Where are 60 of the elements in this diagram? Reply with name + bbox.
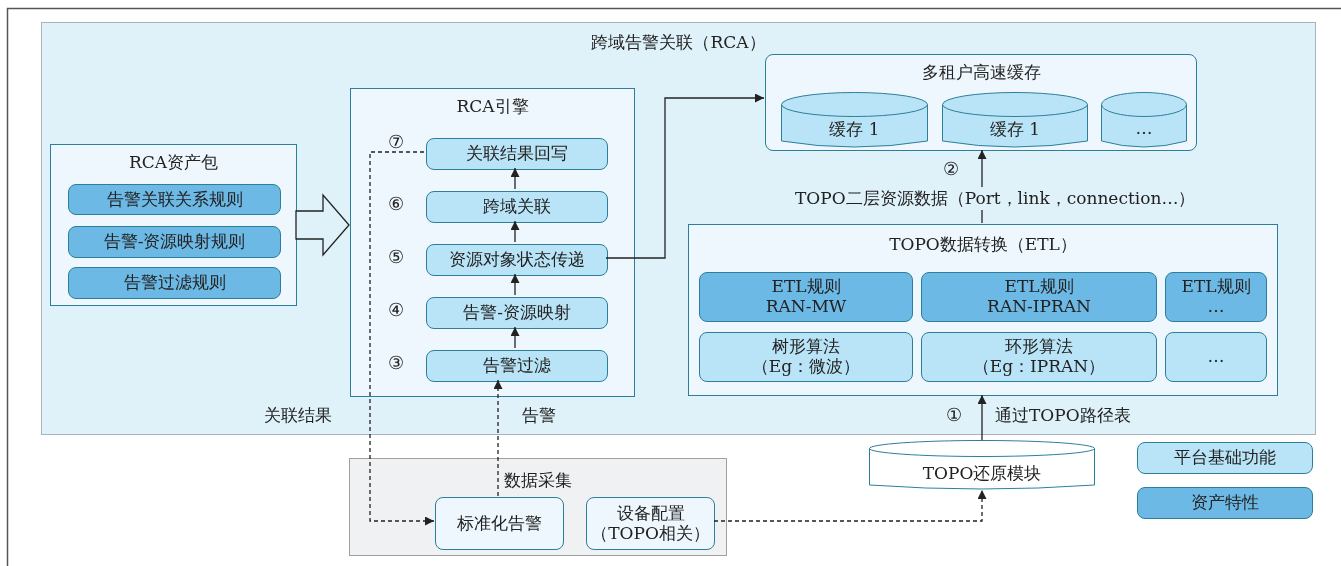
arrow (510, 167, 520, 190)
panel-title: 跨域告警关联（RCA） (590, 31, 767, 54)
rule-box: 告警关联关系规则 (68, 184, 281, 215)
step-number: ③ (388, 352, 404, 373)
group-panel (349, 458, 727, 556)
box-title: ETL规则 (1004, 277, 1074, 297)
box-text: （Eg：微波） (751, 357, 861, 377)
database-cylinder: … (1101, 92, 1187, 148)
arrow (510, 220, 520, 243)
box-text: … (1207, 297, 1225, 317)
arrow (977, 149, 987, 224)
function-box: 告警-资源映射 (426, 297, 608, 329)
arrow (369, 151, 435, 526)
arrow (510, 273, 520, 296)
box-title: 树形算法 (772, 337, 840, 357)
group-panel (350, 88, 635, 397)
panel-title: 数据采集 (503, 469, 573, 492)
step-number: ⑦ (388, 131, 404, 152)
group-panel (765, 54, 1197, 151)
database-cylinder: 缓存 1 (942, 92, 1088, 148)
arrow (605, 93, 765, 259)
process-box: 设备配置（TOPO相关） (586, 497, 715, 550)
edge-label: 告警 (520, 404, 558, 427)
step-number: ② (943, 158, 959, 179)
step-number: ⑤ (388, 246, 404, 267)
box-text: RAN-MW (765, 297, 847, 317)
panel-title: 多租户高速缓存 (920, 61, 1042, 84)
region-panel (41, 22, 1316, 435)
function-box: 关联结果回写 (426, 138, 608, 170)
group-panel (688, 224, 1278, 396)
panel-title: TOPO数据转换（ETL） (888, 233, 1078, 256)
box-text: （Eg：IPRAN） (972, 357, 1106, 377)
legend-swatch: 资产特性 (1137, 487, 1313, 519)
function-box (699, 332, 913, 382)
process-box: 标准化告警 (435, 497, 564, 550)
panel-title: RCA引擎 (455, 95, 530, 118)
arrow (713, 489, 987, 522)
box-text: RAN-IPRAN (987, 297, 1091, 317)
step-number: ⑥ (388, 193, 404, 214)
arrow (977, 394, 987, 441)
step-number: ① (946, 404, 962, 425)
box-title: ETL规则 (1181, 277, 1251, 297)
arrow (493, 379, 503, 497)
arrow (510, 326, 520, 349)
arrow (295, 193, 350, 257)
database-cylinder: 缓存 1 (781, 92, 928, 148)
box-title: 环形算法 (1005, 337, 1073, 357)
edge-label: 通过TOPO路径表 (993, 404, 1133, 427)
function-box (921, 332, 1157, 382)
legend-swatch: 平台基础功能 (1137, 442, 1313, 474)
step-number: ④ (388, 299, 404, 320)
function-box: 告警过滤 (426, 350, 608, 382)
function-box: … (1165, 332, 1267, 382)
group-panel (50, 144, 297, 306)
box-title: ETL规则 (771, 277, 841, 297)
function-box: 跨域关联 (426, 191, 608, 223)
function-box: 资源对象状态传递 (426, 244, 608, 276)
panel-title: RCA资产包 (127, 151, 220, 174)
edge-label: 关联结果 (262, 404, 334, 427)
database-cylinder: TOPO还原模块 (869, 440, 1095, 490)
